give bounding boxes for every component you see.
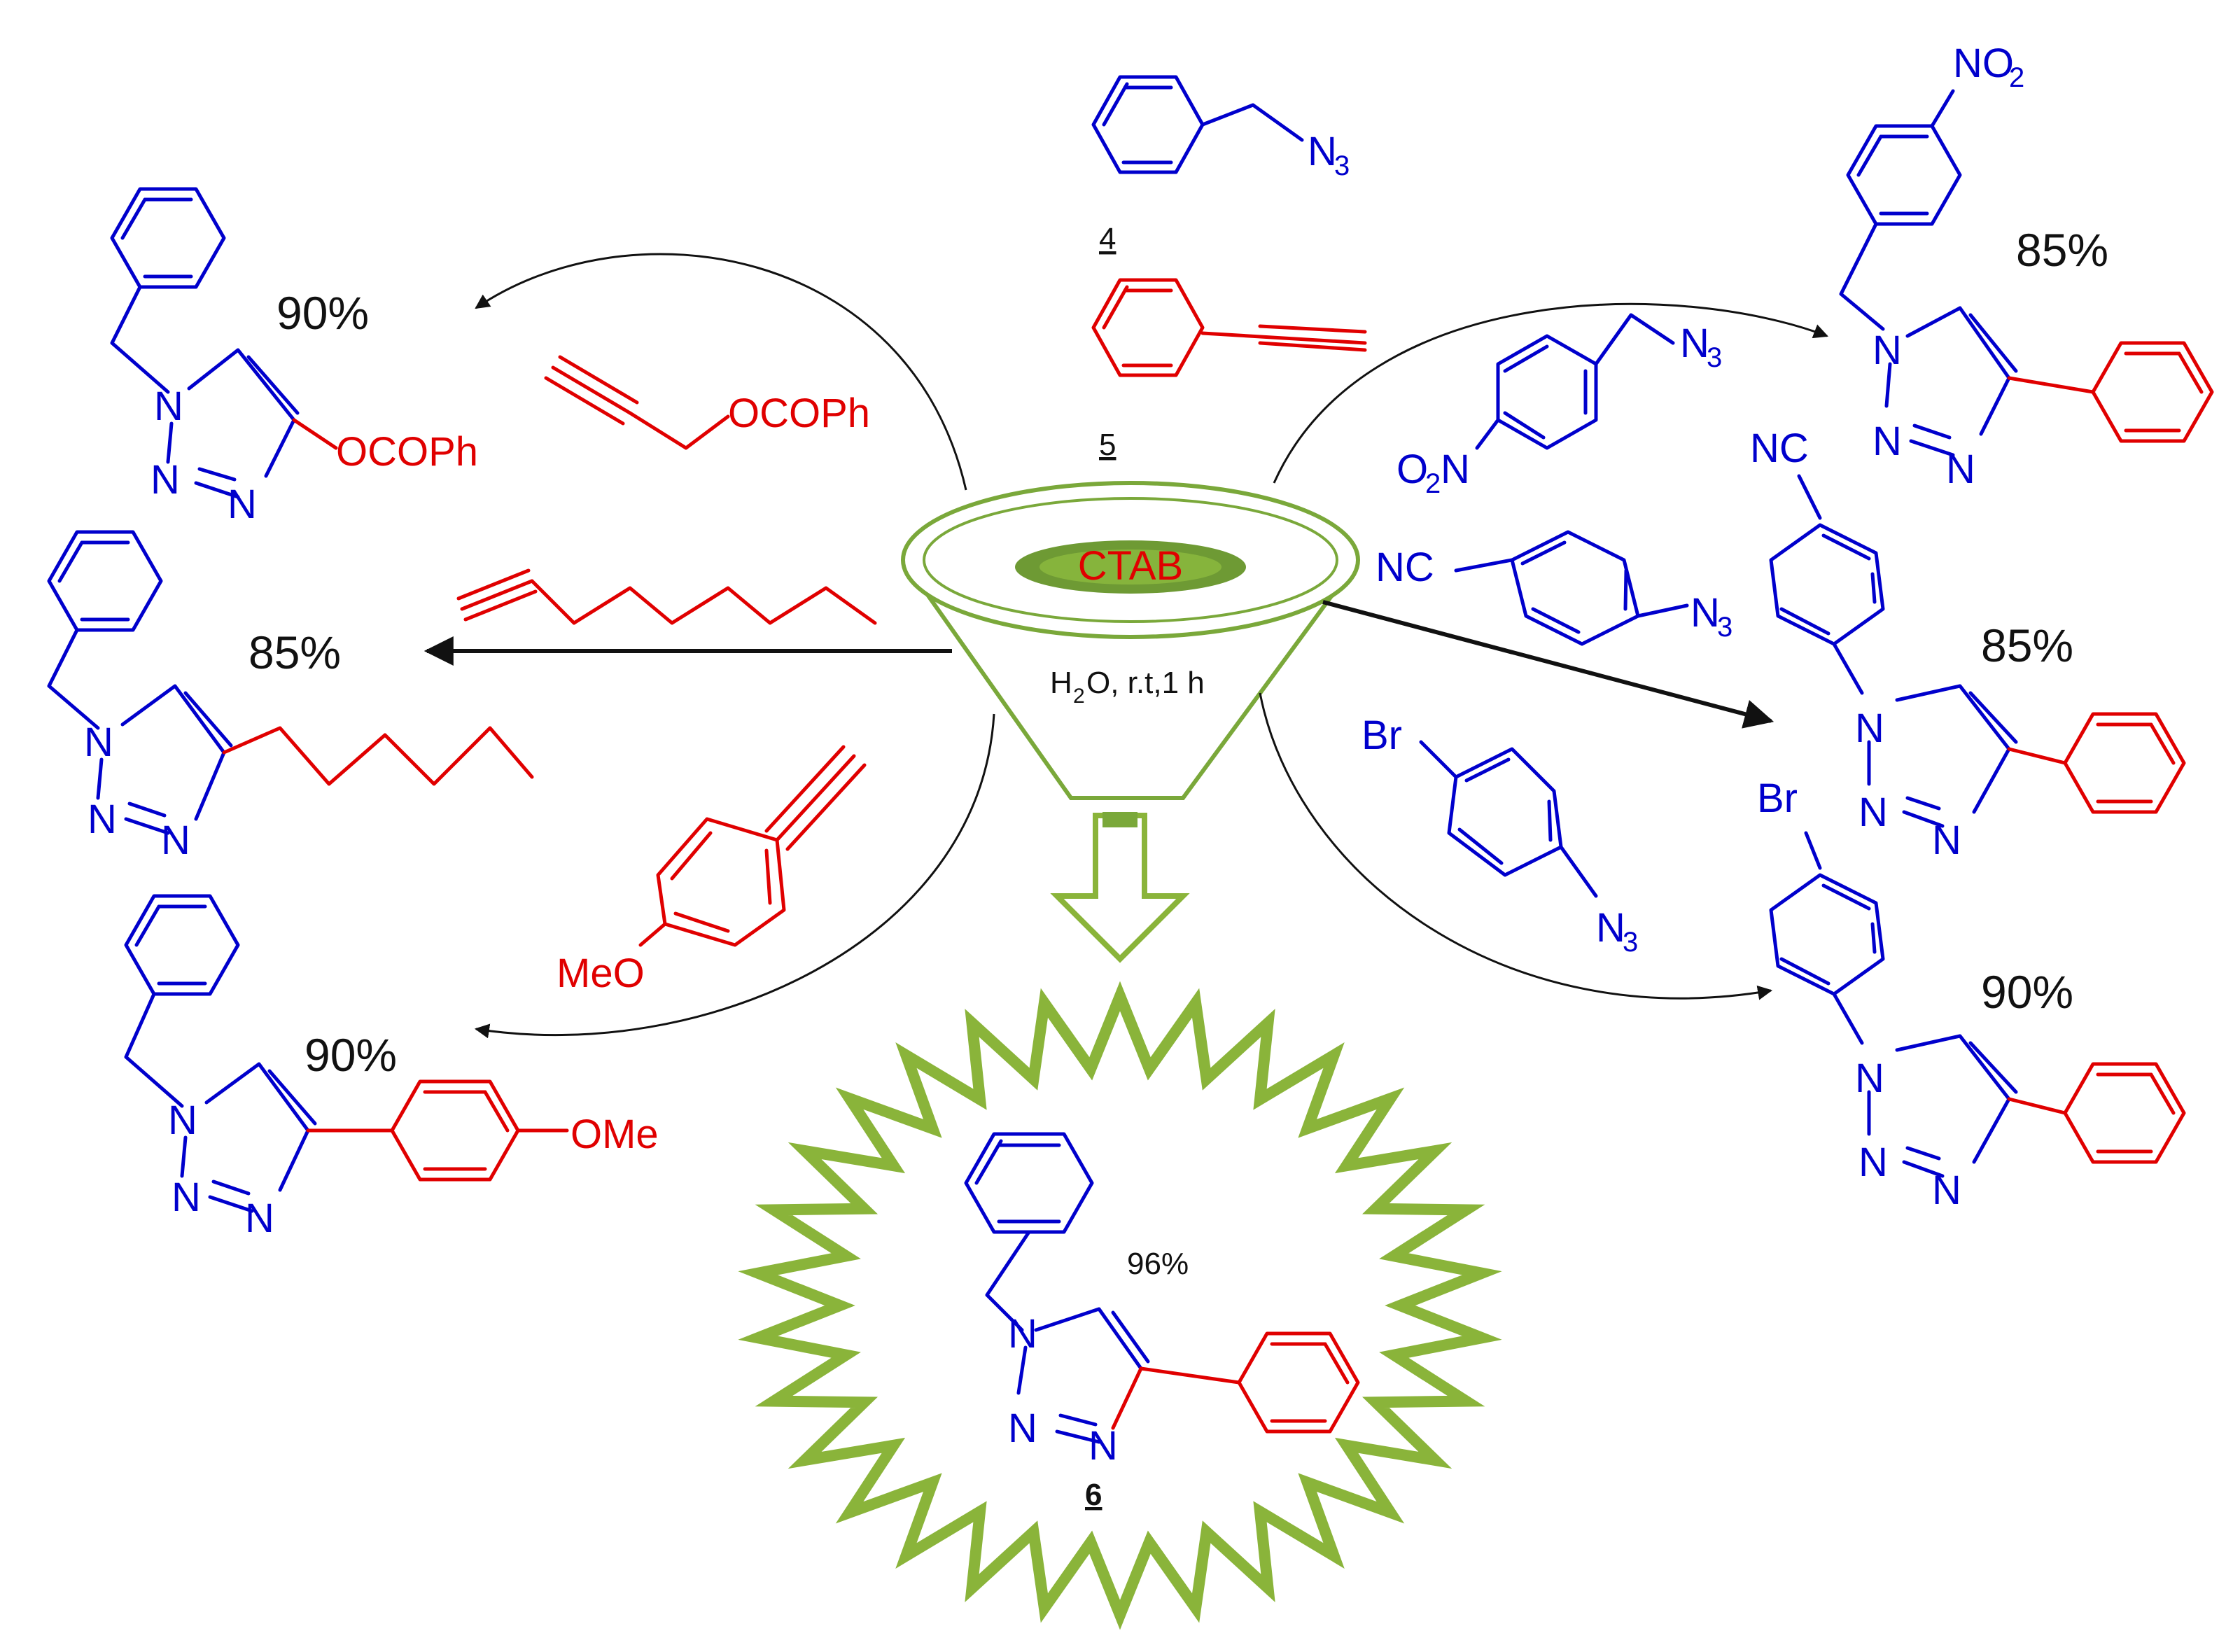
compound-label-4: 4 <box>1099 222 1116 256</box>
meo-label: MeO <box>556 951 645 996</box>
cyano-azide-n: N <box>1690 590 1720 636</box>
yield: 85% <box>2016 224 2108 276</box>
n1: N <box>1008 1311 1037 1357</box>
reagent-benzyl-azide: N 3 4 <box>1091 75 1350 256</box>
product-methoxy: OMe N N N 90% <box>124 894 659 1241</box>
n2: N <box>150 457 180 503</box>
nitro-o: O <box>1396 447 1428 492</box>
br-label: Br <box>1757 776 1798 821</box>
azide-n: N <box>1308 129 1337 174</box>
yield: 90% <box>276 287 369 339</box>
bromo-azide-n: N <box>1596 905 1625 951</box>
n3: N <box>1932 1168 1961 1213</box>
cn-label: NC <box>1750 426 1809 471</box>
product-cyano: NC N N N 85% <box>1750 426 2186 863</box>
compound-label-6: 6 <box>1085 1478 1102 1512</box>
no2-sub: 2 <box>2009 62 2024 93</box>
funnel: CTAB H 2 O, r.t,1 h <box>901 481 1360 963</box>
bromo-label: Br <box>1362 713 1402 758</box>
substituent: OCOPh <box>336 429 478 475</box>
yield: 85% <box>248 626 341 678</box>
product-bromo: Br N N N 90% <box>1757 776 2186 1213</box>
reagent-propargyl-benzoate: OCOPh <box>544 355 870 450</box>
yield: 90% <box>304 1029 397 1081</box>
catalyst-label: CTAB <box>1078 543 1183 589</box>
n1: N <box>1872 328 1902 373</box>
n1: N <box>84 720 113 765</box>
n2: N <box>1858 1140 1888 1185</box>
cyano-label: NC <box>1376 545 1434 590</box>
n1: N <box>168 1098 197 1143</box>
n1: N <box>1855 706 1884 751</box>
n2: N <box>1872 419 1902 464</box>
n3: N <box>1946 447 1975 492</box>
n3: N <box>161 818 190 863</box>
n2: N <box>88 797 117 842</box>
cyano-azide-sub: 3 <box>1717 612 1732 643</box>
compound-label-5: 5 <box>1099 428 1116 462</box>
no2-label: NO <box>1953 41 2014 86</box>
n3: N <box>227 482 257 527</box>
conditions-h: H <box>1050 666 1072 700</box>
reaction-arrows <box>424 253 1828 1039</box>
n2: N <box>1858 790 1888 835</box>
conditions-text: O, r.t,1 h <box>1086 666 1205 700</box>
nitro-o-sub: 2 <box>1425 468 1441 499</box>
product-benzoate: N N N OCOPh 90% <box>110 187 478 527</box>
yield: 85% <box>1981 620 2073 671</box>
product-yield: 96% <box>1127 1247 1189 1281</box>
n3: N <box>1088 1423 1118 1469</box>
azide-sub: 3 <box>1334 150 1350 181</box>
product-6: N N N 96% 6 <box>964 1132 1360 1512</box>
product-hexyl: N N N 85% <box>47 530 534 863</box>
nitro-n: N <box>1441 447 1470 492</box>
product-nitro: NO 2 N N N 85% <box>1839 41 2214 492</box>
n1: N <box>1855 1056 1884 1101</box>
n2: N <box>1008 1406 1037 1451</box>
benzoate-label: OCOPh <box>728 391 870 436</box>
reagent-bromophenyl-azide: Br N 3 <box>1362 713 1638 958</box>
bromo-azide-sub: 3 <box>1623 927 1638 958</box>
reagent-phenylacetylene: 5 <box>1091 278 1367 462</box>
yield: 90% <box>1981 966 2073 1018</box>
substituent: OMe <box>570 1112 659 1157</box>
nitro-azide-n: N <box>1680 321 1709 366</box>
reagent-octyne <box>456 568 877 625</box>
starburst <box>738 981 1502 1630</box>
n3: N <box>1932 818 1961 863</box>
reagent-nitrobenzyl-azide: N 3 O 2 N <box>1396 313 1722 499</box>
n2: N <box>172 1175 201 1220</box>
n3: N <box>245 1196 274 1241</box>
reagent-cyanophenyl-azide: NC N 3 <box>1376 530 1732 646</box>
reagent-methoxyphenylacetylene: MeO <box>556 745 867 996</box>
conditions-sub: 2 <box>1073 685 1085 708</box>
nitro-azide-sub: 3 <box>1707 342 1722 373</box>
down-arrow <box>1050 813 1190 963</box>
n1: N <box>154 384 183 429</box>
